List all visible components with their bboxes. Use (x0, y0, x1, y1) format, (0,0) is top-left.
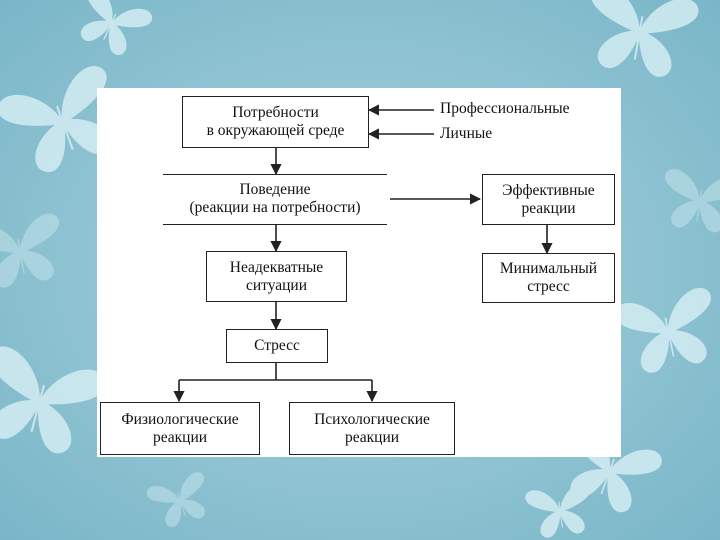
professional-label: Профессиональные (440, 100, 570, 117)
psycho-line-1: Психологические (314, 410, 430, 428)
effective-reactions-box: Эффективные реакции (482, 174, 615, 225)
behavior-line-1: Поведение (239, 181, 311, 198)
butterfly-icon (68, 0, 155, 63)
butterfly-icon (658, 167, 720, 236)
effective-line-2: реакции (521, 199, 576, 217)
behavior-top-rule (163, 174, 387, 175)
inadequate-situations-box: Неадекватные ситуации (206, 251, 347, 302)
psycho-line-2: реакции (344, 428, 400, 446)
psychological-reactions-box: Психологические реакции (289, 402, 455, 455)
effective-line-1: Эффективные (502, 181, 595, 199)
minimal-stress-box: Минимальный стресс (482, 253, 615, 303)
behavior-bottom-rule (163, 224, 387, 225)
needs-line-1: Потребности (232, 104, 319, 121)
physio-line-2: реакции (152, 428, 208, 446)
slide-card: Потребности в окружающей среде Профессио… (97, 88, 621, 457)
minimal-line-1: Минимальный (499, 260, 598, 277)
butterfly-icon (524, 482, 596, 540)
inadequate-line-1: Неадекватные (229, 258, 324, 276)
inadequate-line-2: ситуации (245, 276, 308, 294)
stress-box: Стресс (226, 329, 328, 363)
minimal-line-2: стресс (527, 278, 570, 295)
butterfly-icon (612, 285, 720, 379)
butterfly-icon (0, 343, 109, 462)
physiological-reactions-box: Физиологические реакции (100, 402, 260, 455)
needs-box: Потребности в окружающей среде (182, 96, 369, 148)
butterfly-icon (578, 0, 701, 82)
needs-line-2: в окружающей среде (206, 122, 345, 139)
butterfly-icon (0, 211, 69, 292)
diagram-connectors (173, 104, 553, 403)
butterfly-icon (144, 470, 216, 532)
physio-line-1: Физиологические (121, 410, 239, 428)
behavior-block: Поведение (реакции на потребности) (163, 176, 387, 222)
personal-label: Личные (440, 125, 493, 142)
behavior-line-2: (реакции на потребности) (189, 199, 361, 216)
stress-label: Стресс (254, 337, 300, 354)
